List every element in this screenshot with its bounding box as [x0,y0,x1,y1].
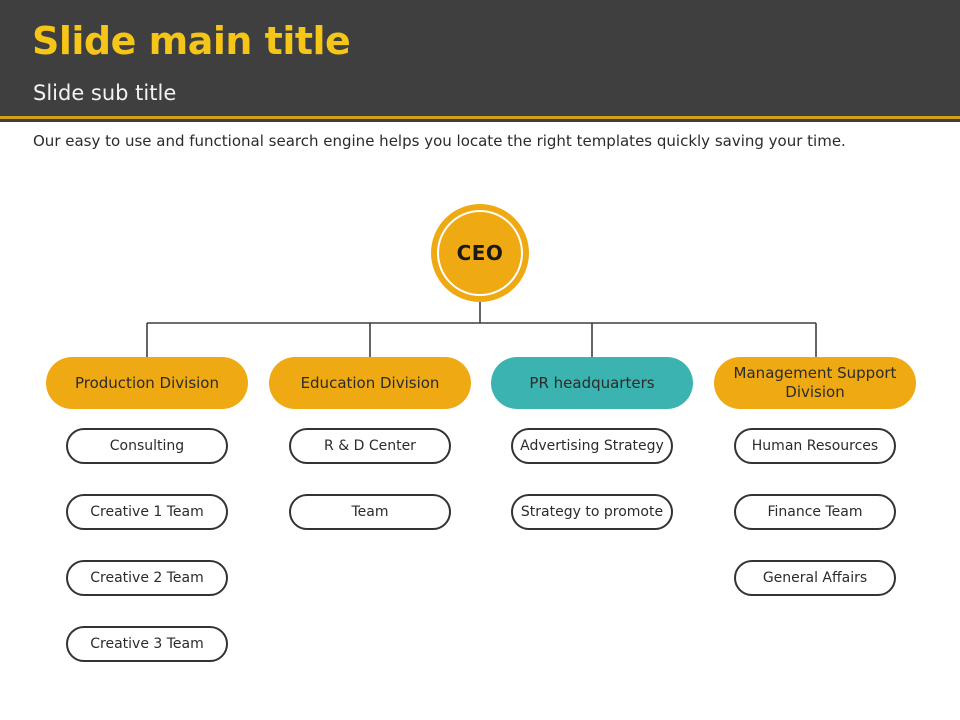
node-sub-4-3-label: General Affairs [762,570,868,586]
node-sub-1-1-label: Consulting [109,438,185,454]
node-sub-4-2-label: Finance Team [767,504,863,520]
page-subtitle: Slide sub title [33,81,177,105]
node-ceo[interactable]: CEO [431,204,529,302]
node-ceo-label: CEO [456,241,504,265]
node-sub-1-3[interactable]: Creative 2 Team [66,560,228,596]
node-sub-2-2-label: Team [351,504,389,520]
node-sub-1-2[interactable]: Creative 1 Team [66,494,228,530]
node-sub-1-3-label: Creative 2 Team [90,570,204,586]
node-sub-4-1-label: Human Resources [751,438,879,454]
node-division-1[interactable]: Production Division [46,357,248,409]
node-sub-3-1-label: Advertising Strategy [520,438,664,454]
header-accent-rule [0,116,960,119]
node-division-2-label: Education Division [300,373,440,392]
node-sub-2-2[interactable]: Team [289,494,451,530]
page-title: Slide main title [32,19,351,63]
node-sub-4-1[interactable]: Human Resources [734,428,896,464]
node-division-3[interactable]: PR headquarters [491,357,693,409]
node-division-1-label: Production Division [74,373,219,392]
node-division-4[interactable]: Management Support Division [714,357,916,409]
header-lower-band [0,119,960,122]
node-sub-3-2[interactable]: Strategy to promote [511,494,673,530]
node-sub-2-1[interactable]: R & D Center [289,428,451,464]
node-sub-4-2[interactable]: Finance Team [734,494,896,530]
node-sub-1-4-label: Creative 3 Team [90,636,204,652]
node-sub-1-1[interactable]: Consulting [66,428,228,464]
node-sub-4-3[interactable]: General Affairs [734,560,896,596]
node-sub-2-1-label: R & D Center [324,438,416,454]
node-sub-1-2-label: Creative 1 Team [90,504,204,520]
node-division-3-label: PR headquarters [529,373,655,392]
slide-header-bar [0,0,960,116]
ceo-inner-ring [437,210,523,296]
node-division-2[interactable]: Education Division [269,357,471,409]
node-sub-1-4[interactable]: Creative 3 Team [66,626,228,662]
node-sub-3-1[interactable]: Advertising Strategy [511,428,673,464]
slide-description: Our easy to use and functional search en… [33,132,846,150]
node-sub-3-2-label: Strategy to promote [520,504,664,520]
node-division-4-label: Management Support Division [733,364,897,401]
